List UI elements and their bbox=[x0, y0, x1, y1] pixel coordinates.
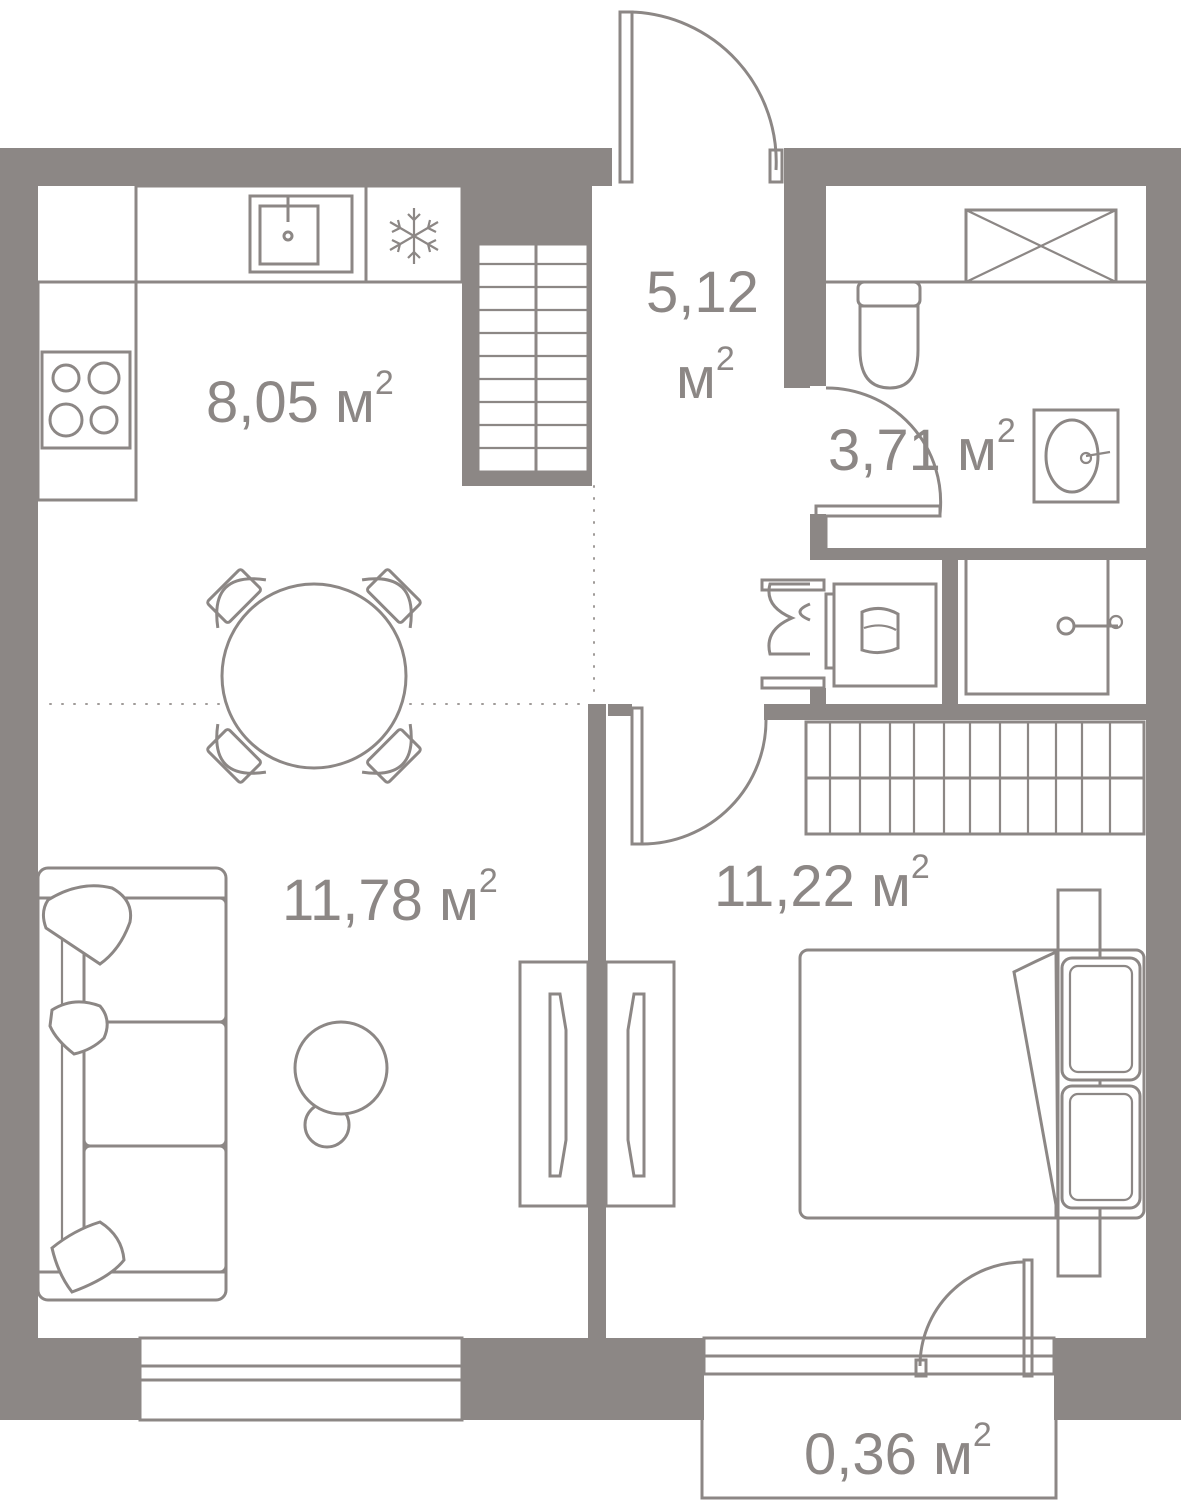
toilet-icon bbox=[856, 280, 922, 390]
hall-area-value: 5,12 bbox=[646, 260, 759, 325]
snowflake-icon bbox=[389, 208, 439, 264]
bathroom-area-label: 3,71 м2 bbox=[828, 412, 1016, 483]
zone-separators bbox=[49, 485, 595, 705]
bedroom-tv-unit bbox=[604, 960, 676, 1208]
area-labels: 8,05 м2 5,12 м2 3,71 м2 11,78 м2 11,22 м… bbox=[206, 260, 1016, 1487]
bedroom-area-label: 11,22 м2 bbox=[714, 848, 930, 919]
laundry-closet bbox=[760, 578, 938, 690]
bedroom-door bbox=[630, 706, 768, 846]
balcony-door bbox=[914, 1258, 1034, 1378]
entrance-door bbox=[618, 10, 784, 184]
balcony bbox=[700, 1372, 1058, 1500]
kitchen-furniture bbox=[36, 184, 464, 502]
bedroom-wardrobe bbox=[804, 720, 1146, 836]
sink-icon bbox=[248, 194, 354, 274]
dining-table bbox=[206, 568, 422, 784]
washbasin-icon bbox=[1032, 408, 1120, 504]
hall-wardrobe bbox=[476, 242, 590, 474]
washing-machine-icon bbox=[824, 582, 938, 688]
kitchen-area-label: 8,05 м2 bbox=[206, 364, 394, 435]
living-area-label: 11,78 м2 bbox=[282, 862, 498, 933]
sofa bbox=[36, 866, 228, 1302]
shower-icon bbox=[964, 556, 1124, 696]
bed bbox=[798, 888, 1146, 1278]
stove-icon bbox=[40, 350, 132, 450]
balcony-area-label: 0,36 м2 bbox=[804, 1416, 992, 1487]
bathroom-fixtures bbox=[814, 208, 1146, 548]
coffee-table bbox=[293, 1020, 389, 1149]
living-tv-unit bbox=[518, 960, 590, 1208]
hall-area-unit: м2 bbox=[676, 340, 735, 411]
